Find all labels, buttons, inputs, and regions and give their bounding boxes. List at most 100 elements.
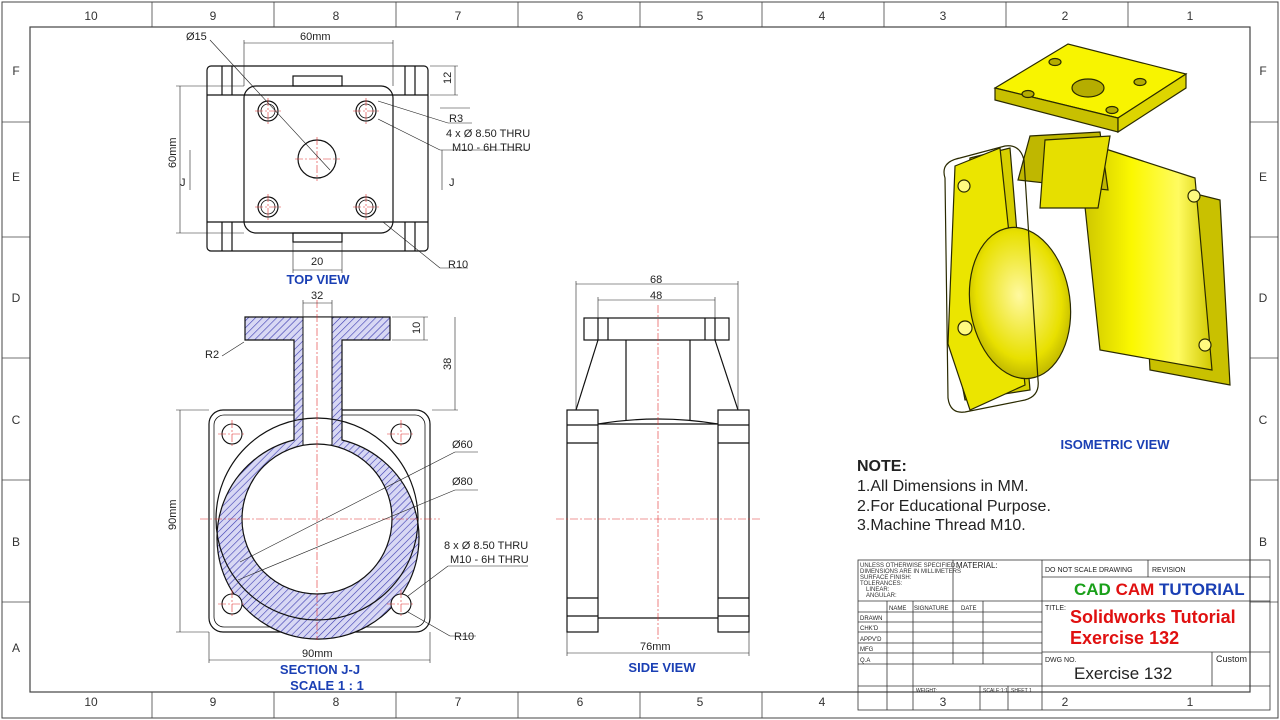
note-item: 1.All Dimensions in MM. — [857, 478, 1029, 495]
zone-bottom-3: 3 — [940, 695, 947, 709]
tb-dwg-label: DWG NO. — [1045, 657, 1077, 664]
note-item: 3.Machine Thread M10. — [857, 517, 1026, 534]
zone-bottom-1: 1 — [1187, 695, 1194, 709]
tb-row-qa: Q.A — [860, 658, 870, 664]
dim-top-thread: M10 - 6H THRU — [452, 142, 531, 154]
tb-scale: SCALE:1:1 — [983, 688, 1008, 694]
tb-row-appvd: APPV'D — [860, 637, 882, 643]
zone-top-10: 10 — [84, 9, 98, 23]
tb-weight: WEIGHT: — [916, 688, 937, 694]
zone-bottom-4: 4 — [819, 695, 826, 709]
zone-top-9: 9 — [210, 9, 217, 23]
zone-right-F: F — [1259, 64, 1266, 78]
dim-top-r10: R10 — [448, 259, 468, 271]
dim-sec-90mm: 90mm — [302, 648, 333, 660]
tb-unless-3: SURFACE FINISH: — [860, 575, 912, 581]
dim-sec-r2: R2 — [205, 349, 219, 361]
tb-row-chkd: CHK'D — [860, 626, 879, 632]
top-view-title: TOP VIEW — [286, 272, 350, 287]
tb-sheet: SHEET 1 — [1011, 688, 1032, 694]
top-view — [206, 65, 429, 252]
dim-side-76mm: 76mm — [640, 641, 671, 653]
dim-side-68: 68 — [650, 274, 662, 286]
title-block-text: UNLESS OTHERWISE SPECIFIED: DIMENSIONS A… — [860, 561, 1247, 694]
zone-left-A: A — [12, 641, 20, 655]
dim-side-48: 48 — [650, 290, 662, 302]
zone-left-E: E — [12, 170, 20, 184]
dim-phi15: Ø15 — [186, 31, 207, 43]
dim-sec-thread: M10 - 6H THRU — [450, 554, 529, 566]
top-view-labels: Ø15 60mm 12 R3 4 x Ø 8.50 THRU M10 - 6H … — [167, 31, 531, 287]
cut-marker-right: J — [449, 177, 455, 189]
section-view — [200, 300, 440, 640]
tb-col-name: NAME — [889, 606, 906, 612]
zone-right-E: E — [1259, 170, 1267, 184]
zone-bottom-9: 9 — [210, 695, 217, 709]
zone-top-3: 3 — [940, 9, 947, 23]
zone-top-2: 2 — [1062, 9, 1069, 23]
isometric-view-title: ISOMETRIC VIEW — [1060, 437, 1170, 452]
section-view-title: SECTION J-J — [280, 662, 360, 677]
tb-do-not-scale: DO NOT SCALE DRAWING — [1045, 567, 1133, 574]
zone-right-C: C — [1259, 413, 1268, 427]
tb-col-date: DATE — [961, 606, 977, 612]
dim-sec-phi80: Ø80 — [452, 476, 473, 488]
side-view-labels: 68 48 76mm SIDE VIEW — [628, 274, 696, 675]
dim-top-60mm-vertical: 60mm — [167, 137, 179, 168]
dim-top-r3: R3 — [449, 113, 463, 125]
tb-row-drawn: DRAWN — [860, 616, 882, 622]
zone-left-D: D — [12, 291, 21, 305]
dim-top-60mm: 60mm — [300, 31, 331, 43]
dim-top-12: 12 — [442, 72, 454, 84]
note-item: 2.For Educational Purpose. — [857, 498, 1051, 515]
zone-left-C: C — [12, 413, 21, 427]
zone-bottom-2: 2 — [1062, 695, 1069, 709]
section-view-labels: 32 10 38 R2 Ø60 Ø80 8 x Ø 8.50 THRU M10 … — [167, 290, 529, 693]
section-view-dimensions — [176, 300, 528, 663]
dim-sec-90mm-vertical: 90mm — [167, 499, 179, 530]
zone-left-F: F — [12, 64, 19, 78]
zone-right-D: D — [1259, 291, 1268, 305]
cut-marker-left: J — [180, 177, 186, 189]
zone-top-5: 5 — [697, 9, 704, 23]
tb-unless-4: TOLERANCES: — [860, 581, 903, 587]
dim-sec-32: 32 — [311, 290, 323, 302]
dim-sec-holes: 8 x Ø 8.50 THRU — [444, 540, 528, 552]
isometric-view — [943, 43, 1231, 413]
side-view-title: SIDE VIEW — [628, 660, 696, 675]
dim-top-20: 20 — [311, 256, 323, 268]
tb-revision: REVISION — [1152, 567, 1185, 574]
zone-top-8: 8 — [333, 9, 340, 23]
dim-sec-10: 10 — [411, 322, 423, 334]
tb-unless-5: LINEAR: — [866, 587, 890, 593]
zone-bottom-5: 5 — [697, 695, 704, 709]
tb-col-signature: SIGNATURE — [914, 606, 949, 612]
zone-bottom-6: 6 — [577, 695, 584, 709]
tb-title-line1: Solidworks Tutorial — [1070, 607, 1236, 627]
tb-unless-6: ANGULAR: — [866, 593, 897, 599]
zone-top-6: 6 — [577, 9, 584, 23]
dim-sec-phi60: Ø60 — [452, 439, 473, 451]
zone-bottom-10: 10 — [84, 695, 98, 709]
top-view-dimensions — [176, 39, 528, 273]
dim-sec-38: 38 — [442, 358, 454, 370]
title-block — [857, 559, 1271, 711]
notes-heading: NOTE: — [857, 458, 907, 475]
tb-dwg-no: Exercise 132 — [1074, 664, 1172, 683]
tb-title-line2: Exercise 132 — [1070, 628, 1179, 648]
dim-sec-r10: R10 — [454, 631, 474, 643]
section-view-scale: SCALE 1 : 1 — [290, 678, 364, 693]
side-view-dimensions — [566, 281, 750, 656]
tb-unless-1: UNLESS OTHERWISE SPECIFIED: — [860, 563, 957, 569]
zone-bottom-7: 7 — [455, 695, 462, 709]
notes: NOTE: 1.All Dimensions in MM. 2.For Educ… — [857, 458, 1051, 534]
tb-row-mfg: MFG — [860, 647, 874, 653]
zone-bottom-8: 8 — [333, 695, 340, 709]
tb-title-label: TITLE: — [1045, 605, 1066, 612]
zone-top-1: 1 — [1187, 9, 1194, 23]
zone-right-B: B — [1259, 535, 1267, 549]
zone-top-7: 7 — [455, 9, 462, 23]
dim-top-holes: 4 x Ø 8.50 THRU — [446, 128, 530, 140]
